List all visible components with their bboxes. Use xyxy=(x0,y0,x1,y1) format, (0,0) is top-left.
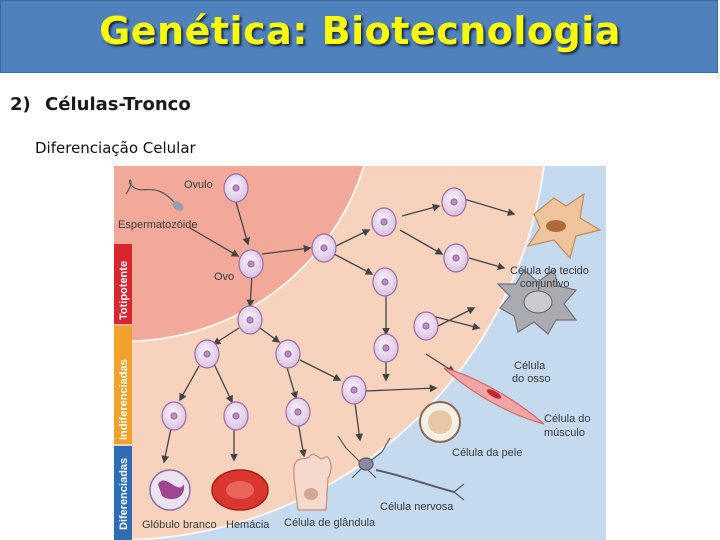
cell-differentiation-diagram: Totipotente Indiferenciadas Diferenciada… xyxy=(114,166,606,540)
bone-cell-icon xyxy=(496,268,578,335)
stage-label-indiferenciadas: Indiferenciadas xyxy=(118,359,130,440)
gland-cell-icon xyxy=(293,453,332,511)
label-globulo-branco: Glóbulo branco xyxy=(142,519,217,531)
label-nervosa: Célula nervosa xyxy=(380,501,454,513)
arrows xyxy=(161,195,516,464)
stem-cell xyxy=(441,187,467,217)
ovulo-cell xyxy=(223,173,249,203)
skin-cell-icon xyxy=(419,401,461,443)
stem-cell xyxy=(275,339,301,369)
nerve-cell-icon xyxy=(337,435,465,501)
white-blood-cell-icon xyxy=(149,469,191,511)
label-tecido-conjuntivo-1: Célula do tecido xyxy=(510,265,589,277)
stem-cell xyxy=(223,401,249,431)
section-number: 2) xyxy=(10,94,31,115)
stem-cell xyxy=(194,339,220,369)
stem-cell xyxy=(341,375,367,405)
stem-cell xyxy=(371,207,397,237)
red-blood-cell-icon xyxy=(211,469,269,511)
diagram-caption: Diferenciação Celular xyxy=(35,139,196,157)
stage-strip-totipotente xyxy=(114,244,132,324)
title-bar: Genética: Biotecnologia xyxy=(0,0,718,73)
stem-cell xyxy=(413,311,439,341)
stem-cells xyxy=(161,173,469,431)
label-glandula: Célula de glândula xyxy=(284,517,376,529)
label-hemacia: Hemácia xyxy=(226,519,270,531)
stage-label-totipotente: Totipotente xyxy=(118,261,130,320)
connective-tissue-cell-icon xyxy=(526,192,602,260)
stem-cell xyxy=(311,233,337,263)
label-espermatozoide: Espermatozóide xyxy=(118,219,198,231)
stage-strip-diferenciadas xyxy=(114,446,132,540)
slide-title: Genética: Biotecnologia xyxy=(99,9,621,53)
stem-cell xyxy=(237,305,263,335)
label-tecido-conjuntivo-2: conjuntivo xyxy=(520,278,570,290)
label-osso-1: Célula xyxy=(514,360,546,372)
stage-label-diferenciadas: Diferenciadas xyxy=(118,458,130,530)
section-heading: 2) Células-Tronco xyxy=(10,94,191,115)
ovo-cell xyxy=(238,249,264,279)
label-musculo-2: músculo xyxy=(544,427,585,439)
stem-cell xyxy=(161,401,187,431)
label-osso-2: do osso xyxy=(512,373,551,385)
label-ovo: Ovo xyxy=(214,271,234,283)
label-pele: Célula da pele xyxy=(452,447,522,459)
section-title: Células-Tronco xyxy=(45,94,191,115)
spermatozoid-icon xyxy=(125,179,184,211)
muscle-cell-icon xyxy=(443,367,545,425)
label-ovulo: Ovulo xyxy=(184,179,213,191)
stem-cell xyxy=(372,267,398,297)
stem-cell xyxy=(443,243,469,273)
label-musculo-1: Célula do xyxy=(544,413,590,425)
stage-strip-indiferenciadas xyxy=(114,326,132,444)
stem-cell xyxy=(373,333,399,363)
stem-cell xyxy=(285,397,311,427)
